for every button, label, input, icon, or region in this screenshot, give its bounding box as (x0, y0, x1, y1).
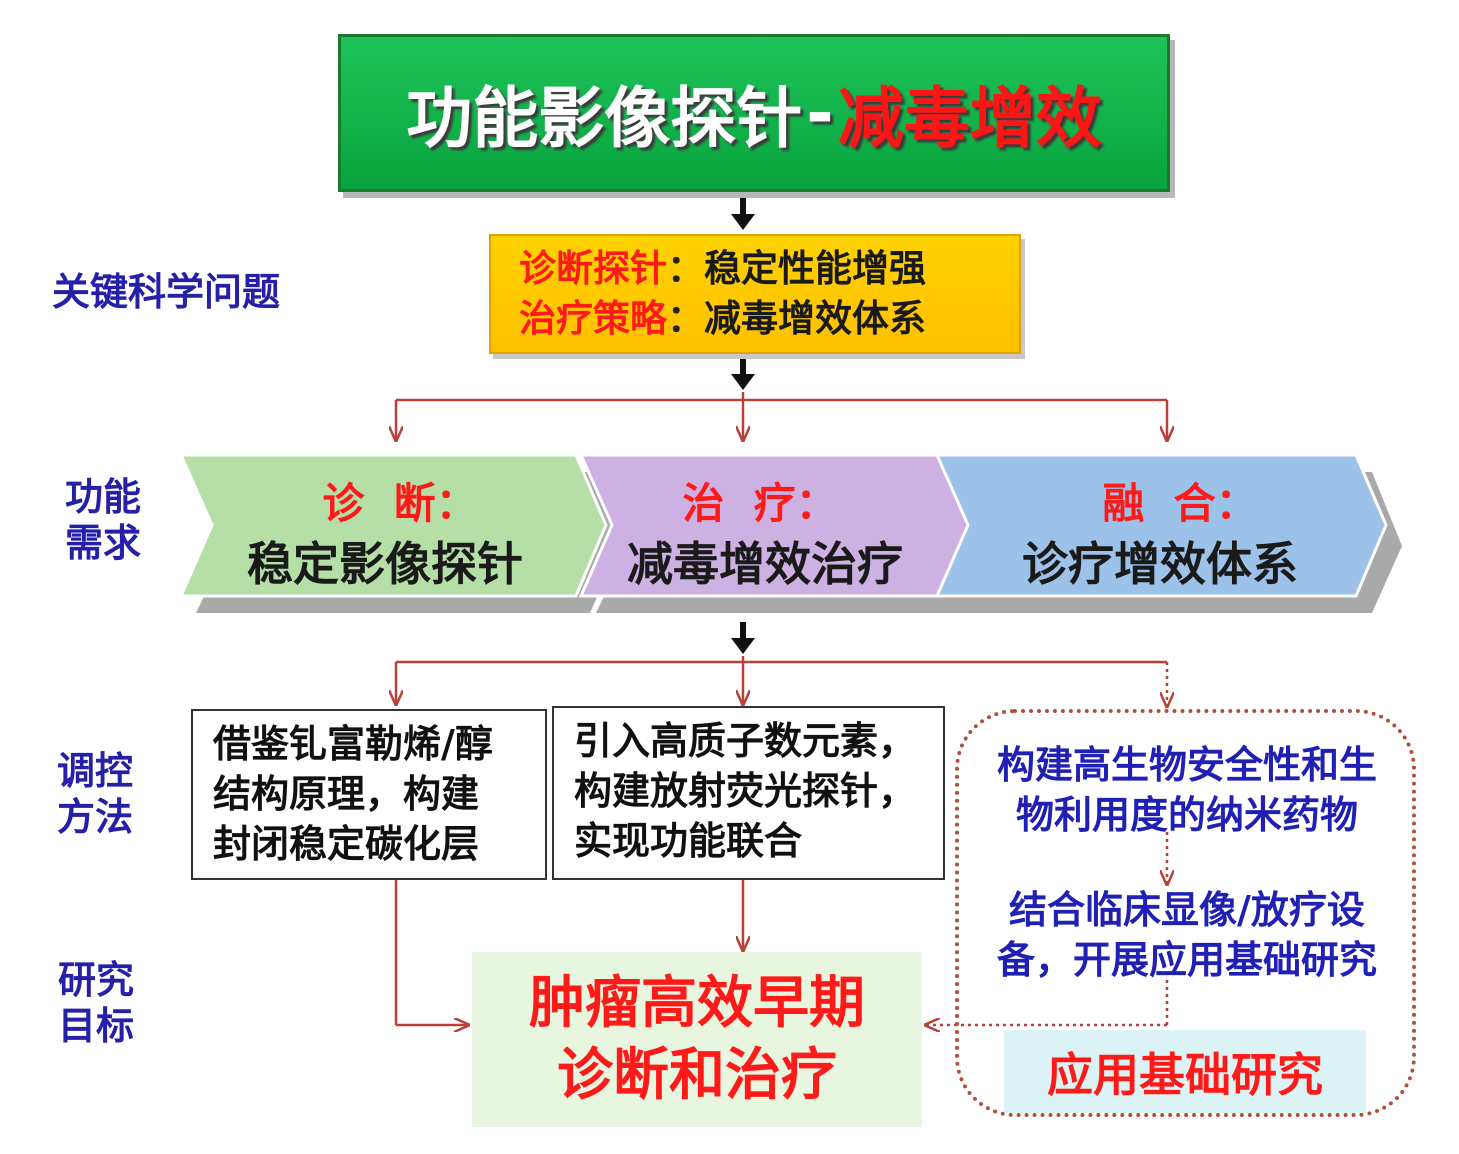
black-arrow-3 (731, 622, 755, 654)
nano-line: 构建高生物安全性和生 (996, 743, 1377, 787)
applied-research-box: 应用基础研究 (1004, 1030, 1366, 1113)
demand-therapy-sub: 减毒增效治疗 (627, 537, 903, 591)
goal-line: 诊断和治疗 (557, 1043, 837, 1108)
title-dash: - (806, 74, 834, 152)
clinic-line: 备，开展应用基础研究 (996, 938, 1377, 982)
method2-line: 实现功能联合 (574, 819, 803, 863)
demand-fusion-heading: 融 合： (1102, 479, 1258, 528)
method1-line: 借鉴钆富勒烯/醇 (213, 722, 493, 766)
goal-line: 肿瘤高效早期 (529, 971, 865, 1036)
chevron-diagnosis (178, 453, 608, 598)
research-goal-box: 肿瘤高效早期 诊断和治疗 (472, 952, 922, 1127)
key-sep-1: ： (667, 247, 704, 290)
key-text-therapy: 减毒增效体系 (704, 297, 926, 340)
clinic-line: 结合临床显像/放疗设 (1009, 888, 1365, 932)
branch-to-demands (396, 392, 1167, 440)
label-control-method: 调控方法 (57, 749, 134, 839)
key-label-therapy: 治疗策略 (519, 297, 667, 340)
key-problem-box: 诊断探针：稳定性能增强 治疗策略：减毒增效体系 (489, 234, 1021, 354)
demand-diagnosis-sub: 稳定影像探针 (247, 537, 523, 591)
nano-line: 物利用度的纳米药物 (1015, 793, 1358, 837)
demand-fusion-sub: 诊疗增效体系 (1022, 537, 1298, 591)
label-key-problem: 关键科学问题 (52, 270, 281, 314)
clinical-text: 结合临床显像/放疗设 备，开展应用基础研究 (962, 885, 1412, 985)
method2-line: 构建放射荧光探针， (574, 769, 917, 813)
key-label-diagnosis: 诊断探针 (519, 247, 667, 290)
title-accent-text: 减毒增效 (837, 80, 1102, 157)
black-arrow-1 (731, 196, 755, 230)
demand-therapy-heading: 治 疗： (682, 479, 838, 528)
method1-line: 封闭稳定碳化层 (213, 822, 480, 866)
branch-to-methods (396, 656, 1167, 706)
key-problem-line-1: 诊断探针：稳定性能增强 (519, 244, 1019, 294)
demand-diagnosis-heading: 诊 断： (322, 479, 478, 528)
method1-line: 结构原理，构建 (213, 772, 480, 816)
key-text-diagnosis: 稳定性能增强 (704, 247, 926, 290)
key-problem-line-2: 治疗策略：减毒增效体系 (519, 294, 1019, 344)
black-arrow-2 (731, 358, 755, 390)
fusion-dotted-path (926, 832, 1167, 1025)
method-box-diagnosis: 借鉴钆富勒烯/醇 结构原理，构建 封闭稳定碳化层 (191, 709, 547, 880)
label-research-goal: 研究目标 (58, 958, 135, 1048)
title-box: 功能影像探针-减毒增效 (338, 34, 1170, 192)
key-sep-2: ： (667, 297, 704, 340)
method-box-therapy: 引入高质子数元素， 构建放射荧光探针， 实现功能联合 (552, 706, 945, 880)
nano-drug-text: 构建高生物安全性和生 物利用度的纳米药物 (962, 740, 1412, 840)
method1-to-goal (394, 880, 468, 1025)
title-main-text: 功能影像探针 (406, 80, 803, 157)
fusion-dotted-region (955, 709, 1416, 1117)
chevron-fusion (934, 453, 1388, 598)
label-function-demand: 功能需求 (65, 475, 142, 565)
method2-line: 引入高质子数元素， (574, 719, 917, 763)
